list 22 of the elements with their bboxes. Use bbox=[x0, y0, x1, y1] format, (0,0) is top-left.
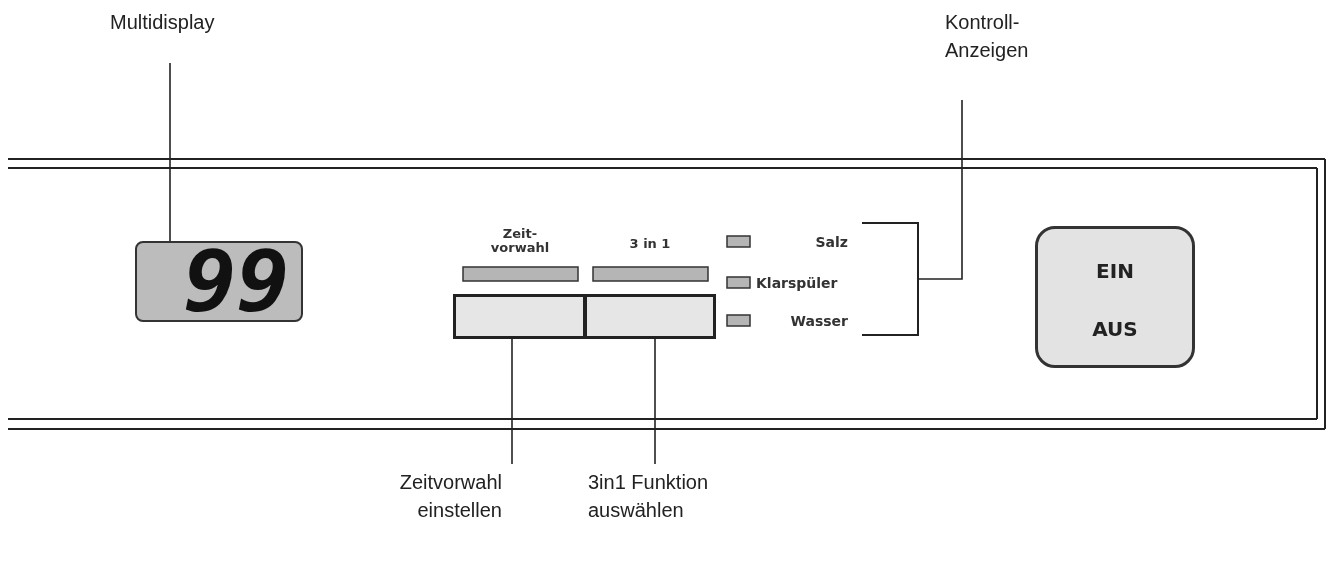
callout-label: Zeitvorwahl einstellen bbox=[398, 470, 502, 523]
leader-line bbox=[169, 62, 171, 242]
panel-label: Wasser bbox=[789, 314, 848, 328]
button-label: EIN bbox=[1095, 259, 1135, 283]
display-digits: 99 bbox=[183, 237, 290, 327]
leader-line bbox=[918, 99, 963, 280]
power-button bbox=[1035, 226, 1195, 368]
leader-line bbox=[654, 338, 656, 465]
button-label: AUS bbox=[1091, 317, 1139, 341]
callout-label: Kontroll- Anzeigen bbox=[945, 10, 1030, 63]
callout-label: Multidisplay bbox=[110, 10, 216, 35]
push-button bbox=[453, 294, 586, 339]
panel-label: Salz bbox=[814, 235, 848, 249]
callout-label: 3in1 Funktion auswählen bbox=[588, 470, 710, 523]
digital-display bbox=[135, 241, 303, 322]
push-button bbox=[584, 294, 716, 339]
leader-line bbox=[511, 338, 513, 465]
control-panel bbox=[8, 159, 1325, 429]
bracket bbox=[860, 222, 920, 336]
panel-label: Zeit- vorwahl bbox=[489, 227, 551, 255]
panel-label: Klarspüler bbox=[756, 276, 839, 290]
panel-label: 3 in 1 bbox=[628, 237, 672, 251]
